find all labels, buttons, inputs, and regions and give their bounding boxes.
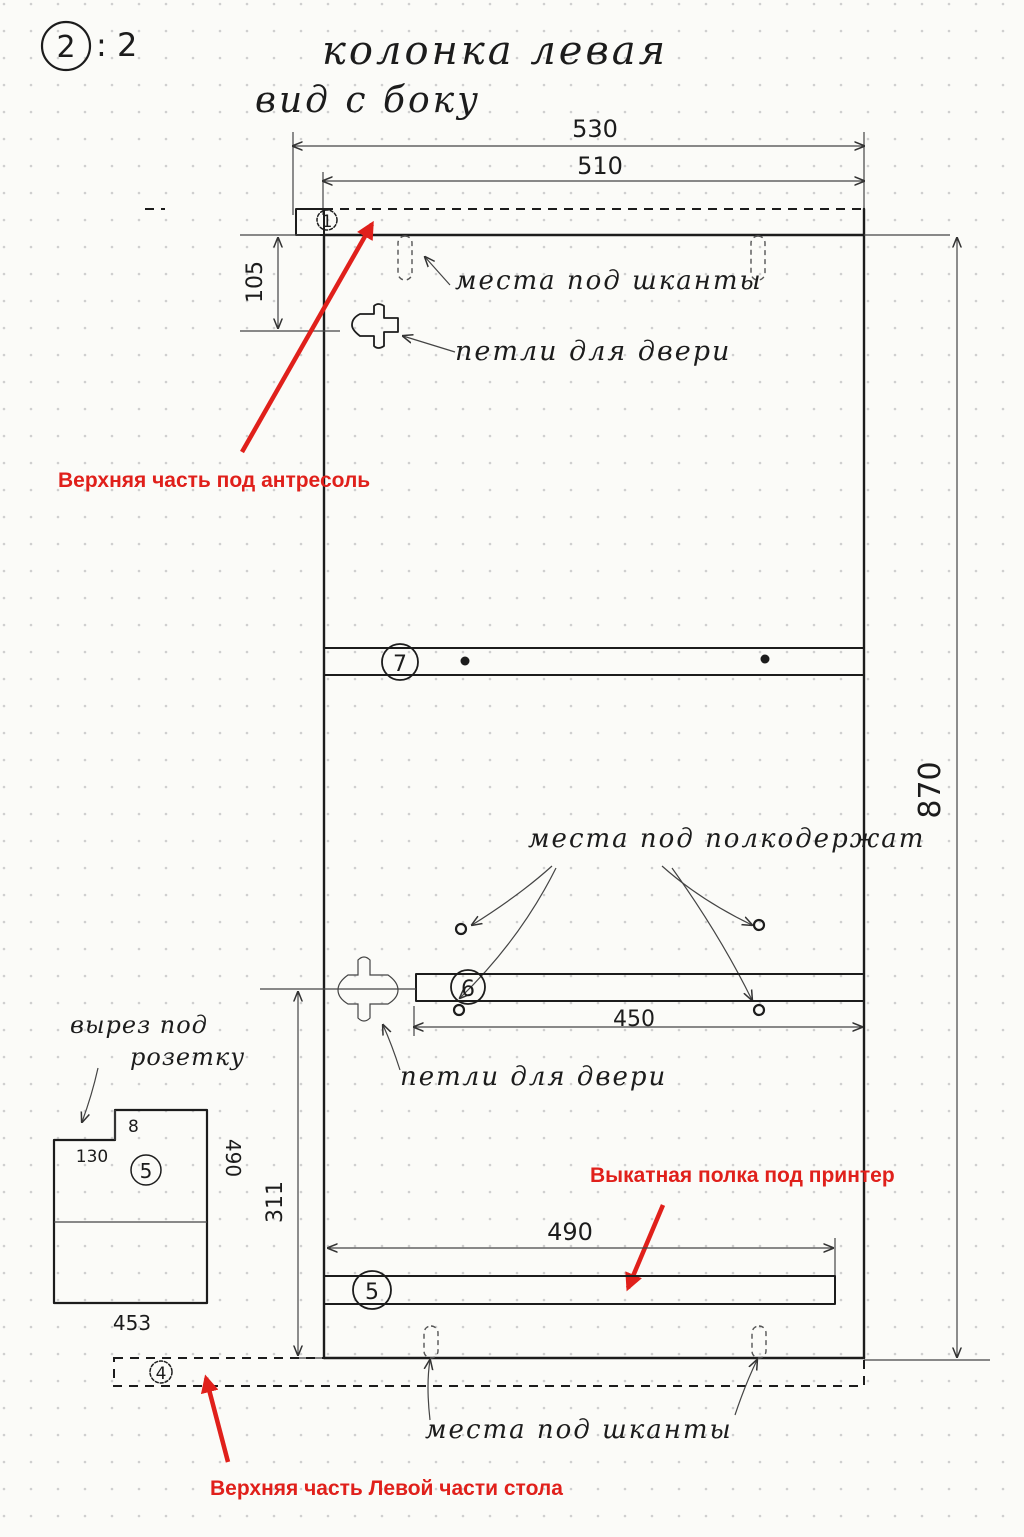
title-line-1: колонка левая	[322, 28, 668, 74]
dim-490-shelf: 490	[547, 1218, 593, 1246]
sheet-header: 2 : 2 колонка левая вид с боку	[40, 20, 668, 121]
table-top-annotation: Верхняя часть Левой части стола	[200, 1374, 563, 1500]
dim-870: 870	[913, 761, 948, 818]
sheet-number-circle	[40, 20, 92, 72]
shelf-7: 7	[323, 643, 865, 681]
label-top-mezzanine: Верхняя часть под антресоль	[58, 469, 370, 492]
dimension-lower-height: 311	[263, 992, 324, 1359]
top-mezzanine-arrow	[240, 220, 374, 454]
table-top-panel: 4 места под шканты	[113, 1325, 865, 1445]
label-table-top: Верхняя часть Левой части стола	[210, 1477, 563, 1500]
part-6-label: 6	[461, 977, 475, 1002]
dim-530: 530	[572, 115, 618, 143]
top-mezzanine-annotation: Верхняя часть под антресоль	[58, 220, 374, 492]
dim-450: 450	[613, 1007, 655, 1032]
dimension-inner-width: 510	[323, 152, 864, 215]
shelf-supports: места под полкодержат	[452, 824, 925, 1017]
dim-105: 105	[243, 261, 268, 303]
note-socket-line-1: вырез под	[70, 1011, 208, 1039]
title-line-2: вид с боку	[255, 80, 481, 121]
dimension-height: 870	[913, 238, 957, 1357]
detail-width: 453	[113, 1311, 151, 1335]
shelf-5: 490 5	[323, 1218, 836, 1310]
sheet-suffix: : 2	[96, 26, 137, 64]
note-hinges-bottom: петли для двери	[400, 1062, 667, 1092]
detail-height: 490	[221, 1139, 245, 1177]
note-hinges-top: петли для двери	[455, 336, 731, 367]
bottom-door-hinge: петли для двери	[337, 956, 667, 1092]
part-4-label: 4	[156, 1364, 167, 1384]
detail-part-5: вырез под розетку 8 130 5 490 453	[52, 1011, 245, 1335]
detail-cut-depth: 8	[128, 1117, 139, 1137]
note-dowels-bottom: места под шканты	[425, 1415, 733, 1445]
note-shelf-supports: места под полкодержат	[528, 824, 925, 854]
part-1-label: 1	[322, 212, 333, 232]
note-socket-line-2: розетку	[130, 1043, 245, 1071]
detail-part-label: 5	[140, 1159, 153, 1183]
dim-510: 510	[577, 152, 623, 180]
table-top-arrow	[200, 1374, 231, 1463]
dimension-top-offset: 105	[240, 234, 340, 332]
part-5-label: 5	[365, 1280, 379, 1305]
top-mezzanine-panel: 1	[145, 208, 864, 236]
shelf-6: 6 450	[260, 969, 865, 1036]
dim-311: 311	[263, 1181, 288, 1223]
sheet-number: 2	[56, 30, 75, 65]
detail-cut-width: 130	[76, 1147, 108, 1167]
label-printer-shelf: Выкатная полка под принтер	[590, 1164, 895, 1187]
top-door-hinge: петли для двери	[351, 303, 731, 367]
part-7-label: 7	[393, 652, 407, 677]
shelf-7-dowel-right	[760, 654, 770, 664]
note-dowels-top: места под шканты	[455, 266, 763, 296]
top-dowel-slots: места под шканты	[397, 235, 766, 296]
dimension-overall-width: 530	[293, 115, 864, 215]
shelf-7-dowel-left	[460, 656, 470, 666]
